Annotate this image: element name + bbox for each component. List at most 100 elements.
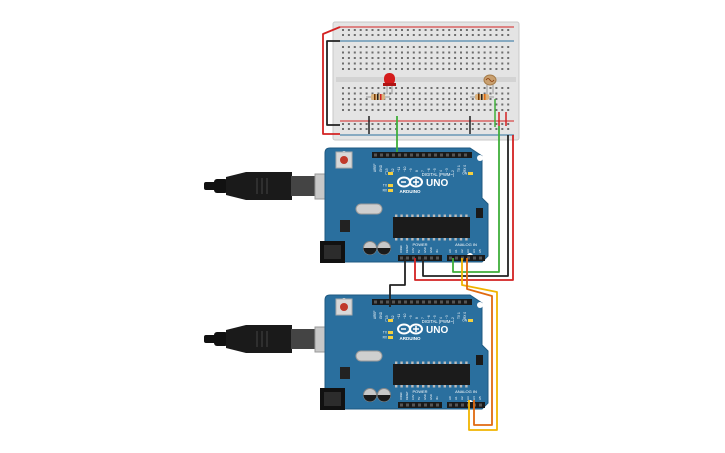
breadboard-hole[interactable]	[465, 34, 468, 36]
breadboard-hole[interactable]	[406, 51, 409, 54]
digital-pin[interactable]	[380, 300, 383, 304]
breadboard-hole[interactable]	[418, 57, 421, 59]
breadboard-hole[interactable]	[471, 87, 474, 89]
breadboard-hole[interactable]	[507, 29, 510, 31]
breadboard-hole[interactable]	[377, 103, 380, 106]
breadboard-hole[interactable]	[412, 29, 415, 31]
resistor-2[interactable]	[470, 94, 494, 100]
breadboard-hole[interactable]	[347, 57, 350, 59]
breadboard-hole[interactable]	[377, 87, 380, 89]
breadboard-hole[interactable]	[460, 57, 462, 59]
breadboard-hole[interactable]	[424, 109, 427, 111]
breadboard-hole[interactable]	[465, 123, 468, 125]
breadboard-hole[interactable]	[347, 46, 350, 48]
breadboard-hole[interactable]	[412, 51, 415, 54]
breadboard-hole[interactable]	[353, 87, 356, 89]
breadboard-hole[interactable]	[495, 92, 498, 95]
breadboard-hole[interactable]	[359, 103, 362, 106]
digital-pin[interactable]	[464, 153, 467, 157]
breadboard-hole[interactable]	[454, 128, 457, 130]
breadboard-hole[interactable]	[383, 123, 386, 125]
breadboard-hole[interactable]	[418, 46, 421, 48]
breadboard-hole[interactable]	[377, 123, 380, 125]
breadboard-hole[interactable]	[424, 34, 427, 36]
breadboard-hole[interactable]	[442, 46, 445, 48]
breadboard-hole[interactable]	[389, 109, 392, 111]
breadboard-hole[interactable]	[454, 68, 457, 70]
breadboard-hole[interactable]	[342, 103, 344, 106]
breadboard-hole[interactable]	[460, 29, 462, 31]
breadboard-hole[interactable]	[353, 103, 356, 106]
breadboard-hole[interactable]	[489, 128, 492, 130]
breadboard-hole[interactable]	[406, 87, 409, 89]
breadboard-hole[interactable]	[389, 123, 392, 125]
breadboard-hole[interactable]	[454, 98, 457, 100]
breadboard-hole[interactable]	[418, 128, 421, 130]
breadboard-hole[interactable]	[471, 46, 474, 48]
breadboard-hole[interactable]	[489, 123, 492, 125]
breadboard-hole[interactable]	[442, 87, 445, 89]
breadboard-hole[interactable]	[347, 98, 350, 100]
breadboard-hole[interactable]	[389, 92, 392, 95]
breadboard-hole[interactable]	[465, 46, 468, 48]
breadboard-hole[interactable]	[347, 92, 350, 95]
breadboard-hole[interactable]	[412, 128, 415, 130]
breadboard-hole[interactable]	[436, 109, 439, 111]
breadboard-hole[interactable]	[448, 123, 451, 125]
breadboard-hole[interactable]	[424, 98, 427, 100]
breadboard-hole[interactable]	[430, 128, 433, 130]
breadboard-hole[interactable]	[430, 123, 433, 125]
digital-pin[interactable]	[416, 153, 419, 157]
breadboard-hole[interactable]	[418, 98, 421, 100]
digital-pin[interactable]	[386, 153, 389, 157]
breadboard-hole[interactable]	[460, 46, 462, 48]
breadboard-hole[interactable]	[395, 34, 398, 36]
breadboard-hole[interactable]	[365, 128, 368, 130]
breadboard-hole[interactable]	[371, 51, 374, 54]
breadboard-hole[interactable]	[389, 128, 392, 130]
breadboard-hole[interactable]	[501, 29, 504, 31]
breadboard-hole[interactable]	[454, 51, 457, 54]
breadboard-hole[interactable]	[430, 103, 433, 106]
breadboard-hole[interactable]	[365, 123, 368, 125]
breadboard-hole[interactable]	[430, 109, 433, 111]
breadboard-hole[interactable]	[471, 98, 474, 100]
power-pin[interactable]	[436, 403, 439, 407]
breadboard-hole[interactable]	[448, 128, 451, 130]
breadboard-hole[interactable]	[412, 68, 415, 70]
breadboard-hole[interactable]	[430, 57, 433, 59]
breadboard-hole[interactable]	[448, 103, 451, 106]
breadboard-hole[interactable]	[353, 92, 356, 95]
breadboard-hole[interactable]	[383, 128, 386, 130]
breadboard-hole[interactable]	[483, 92, 486, 95]
breadboard-hole[interactable]	[430, 68, 433, 70]
breadboard-hole[interactable]	[460, 68, 462, 70]
breadboard-hole[interactable]	[342, 98, 344, 100]
breadboard-hole[interactable]	[430, 51, 433, 54]
breadboard-hole[interactable]	[412, 57, 415, 59]
breadboard-hole[interactable]	[424, 62, 427, 65]
breadboard-hole[interactable]	[424, 68, 427, 70]
breadboard-hole[interactable]	[448, 68, 451, 70]
breadboard-hole[interactable]	[454, 29, 457, 31]
breadboard-hole[interactable]	[383, 34, 386, 36]
breadboard-hole[interactable]	[436, 87, 439, 89]
breadboard-hole[interactable]	[477, 92, 480, 95]
breadboard-hole[interactable]	[501, 92, 504, 95]
breadboard-hole[interactable]	[471, 109, 474, 111]
breadboard-hole[interactable]	[424, 103, 427, 106]
breadboard-hole[interactable]	[371, 109, 374, 111]
breadboard-hole[interactable]	[395, 87, 398, 89]
breadboard-hole[interactable]	[412, 109, 415, 111]
breadboard-hole[interactable]	[359, 92, 362, 95]
breadboard-hole[interactable]	[454, 57, 457, 59]
breadboard-hole[interactable]	[477, 57, 480, 59]
breadboard-hole[interactable]	[448, 92, 451, 95]
analog-pin[interactable]	[449, 256, 452, 260]
breadboard-hole[interactable]	[412, 98, 415, 100]
breadboard-hole[interactable]	[495, 98, 498, 100]
analog-header[interactable]	[447, 402, 485, 408]
breadboard-hole[interactable]	[371, 87, 374, 89]
breadboard-hole[interactable]	[460, 92, 462, 95]
breadboard-hole[interactable]	[401, 34, 403, 36]
